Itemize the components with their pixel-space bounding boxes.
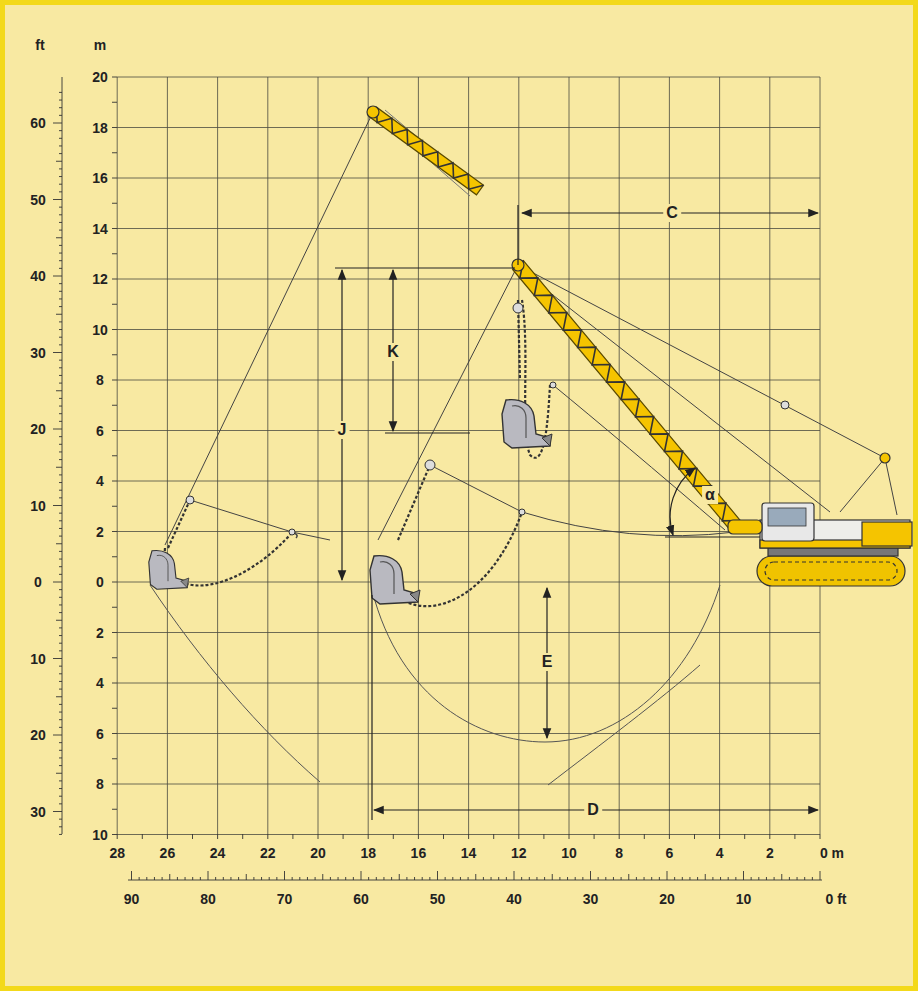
axis-label: 50 <box>430 892 446 906</box>
axis-label: 12 <box>92 272 108 286</box>
axis-label: 0 <box>96 575 104 589</box>
axis-label: 28 <box>109 846 125 860</box>
axis-label: 26 <box>160 846 176 860</box>
axis-label: 6 <box>96 727 104 741</box>
axis-label: 8 <box>615 846 623 860</box>
axis-label: 40 <box>30 269 46 283</box>
axis-label: 60 <box>353 892 369 906</box>
axis-label: 20 <box>30 422 46 436</box>
dimension-letter: C <box>663 204 681 222</box>
axis-label: 12 <box>511 846 527 860</box>
axis-label: 20 <box>30 728 46 742</box>
axis-label: 70 <box>277 892 293 906</box>
background-panel <box>5 5 913 986</box>
axis-label: 20 <box>92 70 108 84</box>
axis-label: 20 <box>659 892 675 906</box>
axis-label: 0 m <box>820 846 844 860</box>
axis-label: 10 <box>561 846 577 860</box>
axis-label: 10 <box>30 499 46 513</box>
axis-label: 14 <box>461 846 477 860</box>
axis-label: 80 <box>200 892 216 906</box>
axis-label: 16 <box>92 171 108 185</box>
axis-label: 2 <box>766 846 774 860</box>
axis-label: m <box>94 38 106 52</box>
axis-label: 0 ft <box>826 892 847 906</box>
axis-label: 8 <box>96 373 104 387</box>
dimension-letter: D <box>584 801 602 819</box>
axis-label: 30 <box>30 346 46 360</box>
dimension-letter: E <box>539 653 556 671</box>
axis-label: 2 <box>96 626 104 640</box>
axis-label: 4 <box>96 676 104 690</box>
dimension-letter: K <box>384 343 402 361</box>
axis-label: 24 <box>210 846 226 860</box>
axis-label: 22 <box>260 846 276 860</box>
axis-label: 40 <box>506 892 522 906</box>
axis-label: 30 <box>583 892 599 906</box>
axis-label: 14 <box>92 222 108 236</box>
axis-label: 18 <box>360 846 376 860</box>
axis-label: 6 <box>665 846 673 860</box>
axis-label: 50 <box>30 193 46 207</box>
axis-label: 10 <box>92 828 108 842</box>
axis-label: 20 <box>310 846 326 860</box>
axis-label: 30 <box>30 805 46 819</box>
axis-label: 4 <box>716 846 724 860</box>
axis-label: 6 <box>96 424 104 438</box>
axis-label: ft <box>35 38 44 52</box>
axis-label: 18 <box>92 121 108 135</box>
axis-label: 2 <box>96 525 104 539</box>
axis-label: 10 <box>30 652 46 666</box>
dimension-letter: α <box>702 486 718 504</box>
axis-label: 4 <box>96 474 104 488</box>
axis-label: 90 <box>124 892 140 906</box>
axis-label: 8 <box>96 777 104 791</box>
axis-label: 10 <box>92 323 108 337</box>
axis-label: 60 <box>30 116 46 130</box>
dimension-letter: J <box>335 421 350 439</box>
axis-label: 10 <box>736 892 752 906</box>
axis-label: 16 <box>411 846 427 860</box>
axis-label: 0 <box>34 575 42 589</box>
